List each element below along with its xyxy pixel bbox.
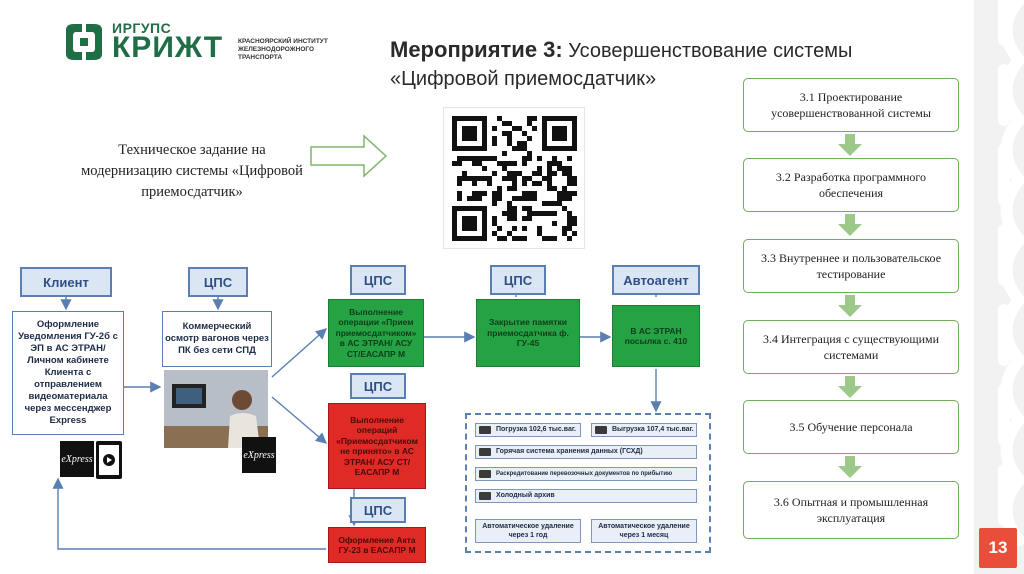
delete-month-box: Автоматическое удаление через 1 месяц	[591, 519, 697, 543]
operator-photo	[164, 370, 268, 448]
cold-archive-label: Холодный архив	[496, 492, 555, 499]
hot-storage-row: Горячая система хранения данных (ГСХД)	[475, 445, 697, 459]
data-storage-panel: Погрузка 102,6 тыс.ваг. Выгрузка 107,4 т…	[465, 413, 711, 553]
down-arrow-icon	[838, 456, 862, 478]
logo-icon	[66, 24, 102, 60]
autoagent-box: В АС ЭТРАН посылка с. 410	[612, 305, 700, 367]
down-arrow-icon	[838, 134, 862, 156]
express-logo: eXpress	[60, 441, 94, 477]
slide-title: Мероприятие 3: Усовершенствование систем…	[390, 36, 950, 93]
video-icon	[96, 441, 122, 479]
process-flow-diagram: Клиент ЦПС ЦПС ЦПС Автоагент Оформление …	[6, 257, 719, 574]
cps-header-1: ЦПС	[188, 267, 248, 297]
step-3-2: 3.2 Разработка программного обеспечения	[743, 158, 959, 212]
close-memo-box: Закрытие памятки приемосдатчика ф. ГУ-45	[476, 299, 580, 367]
logo-main-text: КРИЖТ	[112, 31, 224, 64]
step-3-5: 3.5 Обучение персонала	[743, 400, 959, 454]
cold-archive-row: Холодный архив	[475, 489, 697, 503]
reject-operation-box: Выполнение операций «Приемосдатчиком не …	[328, 403, 426, 489]
logo-description: КРАСНОЯРСКИЙ ИНСТИТУТ ЖЕЛЕЗНОДОРОЖНОГО Т…	[238, 38, 328, 61]
client-notification-box: Оформление Уведомления ГУ-2б с ЭП в АС Э…	[12, 311, 124, 435]
decorative-band	[974, 0, 1024, 574]
client-header: Клиент	[20, 267, 112, 297]
document-icon	[479, 470, 491, 478]
title-bold: Мероприятие 3:	[390, 37, 563, 62]
express-logo: eXpress	[242, 437, 276, 473]
wagon-icon	[479, 426, 491, 434]
wagon-icon	[595, 426, 607, 434]
delete-year-box: Автоматическое удаление через 1 год	[475, 519, 581, 543]
page-number: 13	[979, 528, 1017, 568]
load-label: Погрузка 102,6 тыс.ваг.	[496, 426, 576, 433]
server-icon	[479, 448, 491, 456]
flow-connectors	[52, 295, 662, 550]
decode-label: Раскредитование перевозочных документов …	[496, 471, 673, 477]
cps-header-mid: ЦПС	[350, 373, 406, 399]
load-row: Погрузка 102,6 тыс.ваг.	[475, 423, 581, 437]
technical-spec-text: Техническое задание на модернизацию сист…	[81, 142, 303, 200]
inspection-box: Коммерческий осмотр вагонов через ПК без…	[162, 311, 272, 367]
logo-top-text: ИРГУПС	[112, 20, 172, 36]
down-arrow-icon	[838, 376, 862, 398]
step-3-4: 3.4 Интеграция с существующими системами	[743, 320, 959, 374]
right-arrow-icon	[310, 134, 388, 178]
hot-storage-label: Горячая система хранения данных (ГСХД)	[496, 448, 643, 455]
archive-icon	[479, 492, 491, 500]
cps-header-3: ЦПС	[490, 265, 546, 295]
decode-row: Раскредитование перевозочных документов …	[475, 467, 697, 481]
autoagent-header: Автоагент	[612, 265, 700, 295]
act-gu23-box: Оформление Акта ГУ-23 в ЕАСАПР М	[328, 527, 426, 563]
unload-row: Выгрузка 107,4 тыс.ваг.	[591, 423, 697, 437]
cps-header-bottom: ЦПС	[350, 497, 406, 523]
step-3-3: 3.3 Внутреннее и пользовательское тестир…	[743, 239, 959, 293]
cps-header-2: ЦПС	[350, 265, 406, 295]
qr-code	[444, 108, 584, 248]
step-3-6: 3.6 Опытная и промышленная эксплуатация	[743, 481, 959, 539]
step-3-1: 3.1 Проектирование усовершенствованной с…	[743, 78, 959, 132]
down-arrow-icon	[838, 214, 862, 236]
down-arrow-icon	[838, 295, 862, 317]
title-rest: Усовершенствование системы «Цифровой при…	[390, 40, 853, 90]
accept-operation-box: Выполнение операции «Прием приемосдатчик…	[328, 299, 424, 367]
unload-label: Выгрузка 107,4 тыс.ваг.	[612, 426, 694, 433]
